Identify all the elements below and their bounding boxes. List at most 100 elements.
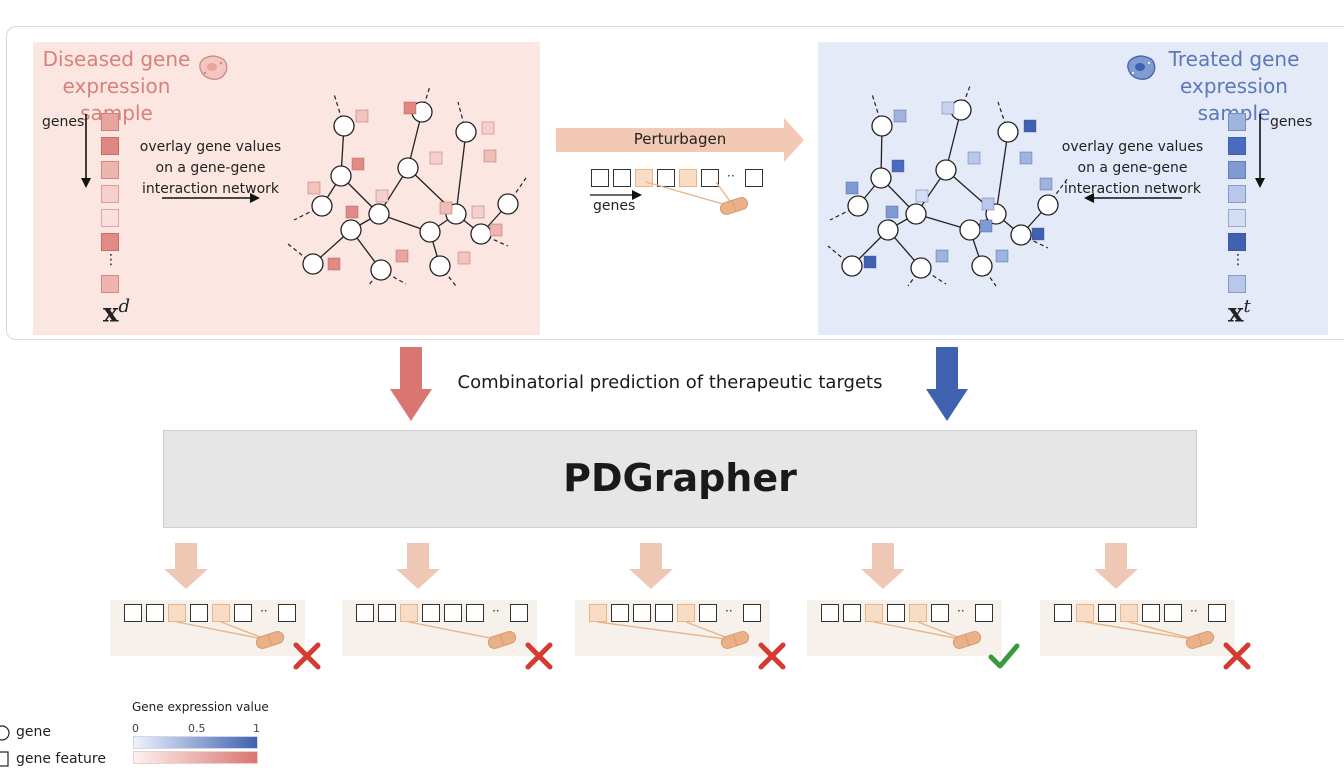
cross-icon <box>1223 642 1251 670</box>
candidate-feature <box>510 604 528 622</box>
legend-gene-circle <box>0 725 10 741</box>
candidate-feature <box>699 604 717 622</box>
perturbagen-feature <box>613 169 631 187</box>
treated-down-arrow <box>926 347 968 421</box>
candidate-feature <box>677 604 695 622</box>
candidate-feature <box>466 604 484 622</box>
candidate-feature <box>234 604 252 622</box>
candidate-feature <box>400 604 418 622</box>
diseased-feature-3 <box>101 161 119 179</box>
candidate-dots: ·· <box>957 604 965 618</box>
candidate-down-arrow <box>164 543 208 589</box>
diseased-overlay-arrow <box>162 193 260 203</box>
treated-feature-6 <box>1228 233 1246 251</box>
diseased-vector-label: xd <box>103 296 131 329</box>
diseased-genes-label: genes <box>42 114 85 130</box>
treated-feature-2 <box>1228 137 1246 155</box>
candidate-feature <box>1164 604 1182 622</box>
candidate-feature <box>931 604 949 622</box>
treated-feature-3 <box>1228 161 1246 179</box>
treated-feature-last <box>1228 275 1246 293</box>
perturbagen-vector: ·· <box>591 169 771 191</box>
candidate-feature <box>1076 604 1094 622</box>
candidate-links <box>597 621 750 649</box>
treated-overlay-arrow <box>1084 193 1182 203</box>
diseased-feature-4 <box>101 185 119 203</box>
treated-feature-4 <box>1228 185 1246 203</box>
legend-tick-mid: 0.5 <box>188 722 206 735</box>
diseased-cell-icon <box>199 55 228 80</box>
diseased-genes-arrow <box>81 114 91 188</box>
candidate-feature <box>821 604 839 622</box>
perturbagen-feature <box>701 169 719 187</box>
candidate-feature <box>356 604 374 622</box>
candidate-panel: ·· <box>342 600 537 656</box>
candidate-feature <box>589 604 607 622</box>
candidate-links <box>176 621 285 649</box>
candidate-panel: ·· <box>1040 600 1235 656</box>
legend-tick-0: 0 <box>132 722 139 735</box>
diseased-feature-6 <box>101 233 119 251</box>
candidate-feature <box>843 604 861 622</box>
candidate-feature <box>146 604 164 622</box>
candidate-feature <box>887 604 905 622</box>
candidate-dots: ·· <box>725 604 733 618</box>
treated-vector-label: xt <box>1228 296 1251 329</box>
candidate-feature <box>190 604 208 622</box>
treated-genes-arrow <box>1255 114 1265 188</box>
diseased-feature-2 <box>101 137 119 155</box>
diseased-feature-5 <box>101 209 119 227</box>
legend-gene-label: gene <box>16 724 51 740</box>
perturbagen-dots: ·· <box>727 169 735 183</box>
candidate-feature <box>865 604 883 622</box>
diseased-feature-last <box>101 275 119 293</box>
candidate-feature <box>633 604 651 622</box>
candidate-down-arrow <box>396 543 440 589</box>
candidate-links <box>408 621 517 649</box>
legend-feature-square <box>0 751 9 767</box>
treated-feature-5 <box>1228 209 1246 227</box>
perturbagen-links <box>645 181 749 215</box>
candidate-dots: ·· <box>1190 604 1198 618</box>
treated-cell-icon <box>1127 55 1156 80</box>
treated-overlay-text: overlay gene values on a gene-gene inter… <box>1061 139 1204 197</box>
perturbagen-arrow <box>556 118 804 162</box>
treated-genes-label: genes <box>1270 114 1313 130</box>
candidate-links <box>873 621 982 649</box>
candidate-feature <box>743 604 761 622</box>
perturbagen-genes-label: genes <box>593 198 636 214</box>
candidate-feature <box>1142 604 1160 622</box>
treated-title: Treated gene expression sample <box>1168 47 1300 125</box>
perturbagen-label: Perturbagen <box>633 130 727 148</box>
diseased-down-arrow <box>390 347 432 421</box>
candidate-feature <box>378 604 396 622</box>
candidate-feature <box>212 604 230 622</box>
treated-feature-1 <box>1228 113 1246 131</box>
candidate-down-arrow <box>1094 543 1138 589</box>
treated-network <box>827 85 1069 287</box>
candidate-feature <box>444 604 462 622</box>
cross-icon <box>525 642 553 670</box>
perturbagen-feature <box>657 169 675 187</box>
candidate-panel: ·· <box>807 600 1002 656</box>
cross-icon <box>758 642 786 670</box>
diseased-network <box>287 85 527 287</box>
diseased-ellipsis: ⋮ <box>104 252 118 268</box>
perturbagen-feature <box>745 169 763 187</box>
candidate-feature <box>124 604 142 622</box>
treated-ellipsis: ⋮ <box>1231 252 1245 268</box>
candidate-panel: ·· <box>575 600 770 656</box>
candidate-feature <box>655 604 673 622</box>
candidate-feature <box>1120 604 1138 622</box>
cross-icon <box>293 642 321 670</box>
assay-frame <box>6 26 1344 340</box>
legend-feature-label: gene feature <box>16 751 106 767</box>
legend-red-colorbar <box>133 751 258 764</box>
candidate-dots: ·· <box>260 604 268 618</box>
perturbagen-feature <box>591 169 609 187</box>
candidate-feature <box>1054 604 1072 622</box>
candidate-dots: ·· <box>492 604 500 618</box>
candidate-feature <box>1098 604 1116 622</box>
legend-blue-colorbar <box>133 736 258 749</box>
candidate-links <box>1084 621 1215 649</box>
